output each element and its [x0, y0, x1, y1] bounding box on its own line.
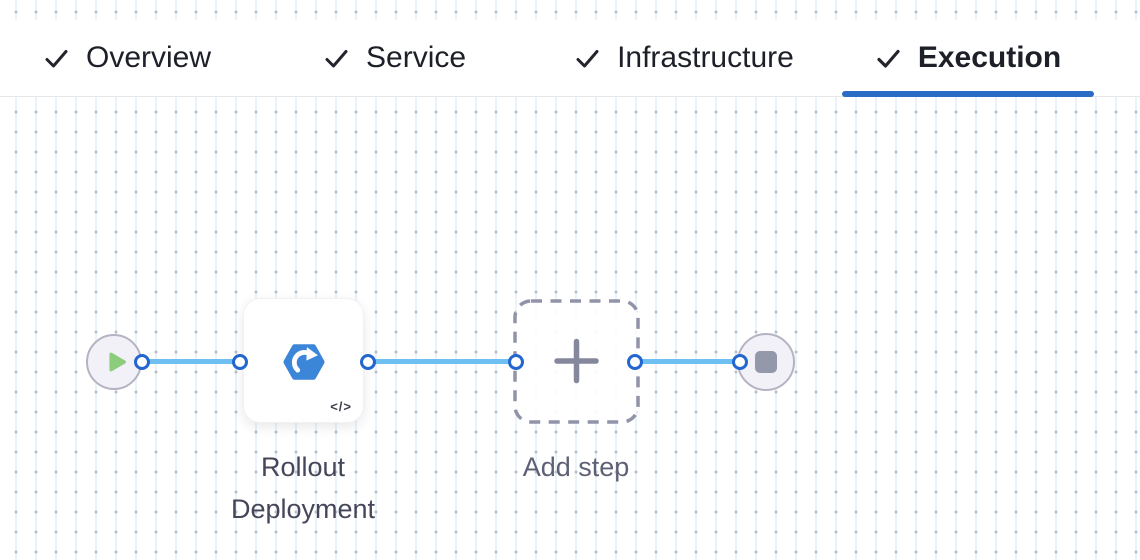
play-icon — [108, 352, 126, 372]
connection-port[interactable] — [508, 354, 524, 370]
plus-icon — [554, 338, 599, 384]
active-tab-underline — [841, 91, 1095, 97]
stop-icon — [755, 351, 777, 373]
connection-port[interactable] — [732, 354, 748, 370]
tab-label: Service — [366, 41, 467, 74]
tab-service[interactable]: Service — [290, 20, 499, 96]
edge-connector — [368, 359, 516, 364]
check-icon — [45, 49, 68, 67]
connection-port[interactable] — [627, 354, 643, 370]
connection-port[interactable] — [232, 354, 248, 370]
check-icon — [576, 49, 599, 67]
stage-tab-bar: Overview Service Infrastructure Executio… — [0, 20, 1140, 97]
tab-label: Overview — [86, 41, 212, 74]
check-icon — [325, 49, 348, 67]
step-card-rollout-deployment[interactable]: </> — [243, 298, 364, 423]
tab-overview[interactable]: Overview — [10, 20, 244, 96]
tab-infrastructure[interactable]: Infrastructure — [541, 20, 827, 96]
edge-connector — [142, 359, 240, 364]
add-step-button[interactable] — [513, 299, 640, 424]
tab-label: Execution — [917, 41, 1062, 74]
tab-label: Infrastructure — [617, 41, 794, 74]
check-icon — [877, 49, 900, 68]
step-label-add-step: Add step — [522, 452, 630, 482]
edge-connector — [635, 359, 740, 364]
connection-port[interactable] — [360, 354, 376, 370]
code-view-icon: </> — [330, 399, 352, 414]
connection-port[interactable] — [134, 354, 150, 370]
step-label-rollout-deployment: Rollout Deployment — [230, 452, 376, 524]
tab-execution[interactable]: Execution — [841, 20, 1095, 97]
k8s-rolling-deployment-icon — [283, 344, 325, 380]
